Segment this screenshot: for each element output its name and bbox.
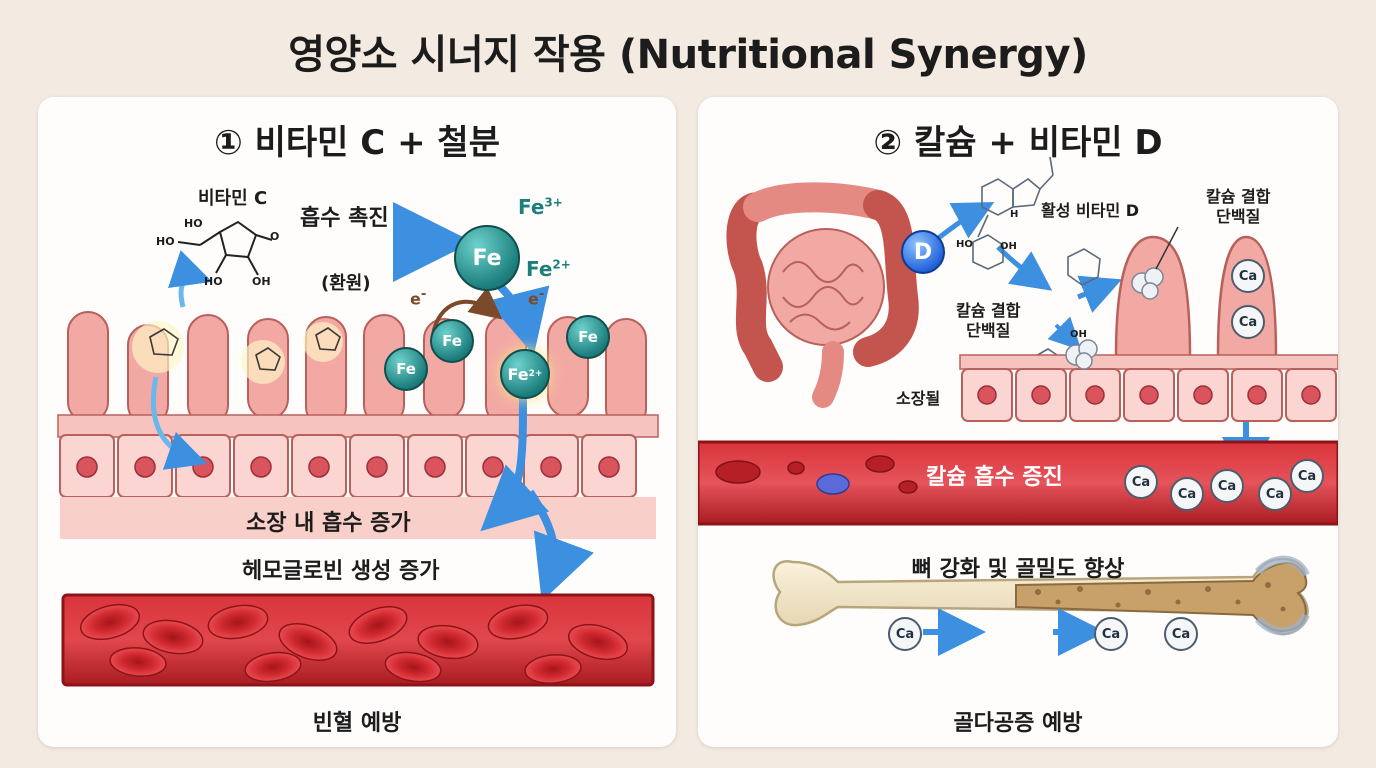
calcium-ion: Ca xyxy=(1094,617,1128,651)
anemia-prevention-label: 빈혈 예방 xyxy=(312,711,402,736)
binding-protein-label-top: 칼슘 결합 단백질 xyxy=(1206,187,1271,226)
vitc-to-villus-arrow xyxy=(167,250,213,308)
calcium-ion: Ca xyxy=(1231,305,1265,339)
reduction-label: (환원) xyxy=(321,273,371,294)
absorption-increase-label: 소장 내 흡수 증가 xyxy=(246,511,411,536)
bone-strength-label: 뼈 강화 및 골밀도 향상 xyxy=(911,557,1125,582)
vitd-oh-label: OH xyxy=(1000,241,1017,252)
white-blood-cell xyxy=(816,473,850,495)
hemoglobin-label: 헤모글로빈 생성 증가 xyxy=(242,559,440,584)
active-to-protein-arrow xyxy=(996,245,1053,291)
vitc-ho-top: HO xyxy=(184,217,203,230)
fe2-to-blood-arrow xyxy=(480,396,550,532)
right-villi xyxy=(1114,235,1278,359)
bone-illustration xyxy=(772,555,1310,636)
vitamin-c-iron-panel: ① 비타민 C + 철분 비타민 C HO HO O HO OH 흡수 촉진 (… xyxy=(38,97,676,747)
calcium-ion: Ca xyxy=(1290,459,1324,493)
calcium-ion: Ca xyxy=(1124,465,1158,499)
fe-ion: Fe xyxy=(566,315,610,359)
fe-ion: Fe xyxy=(430,319,474,363)
calcium-ion: Ca xyxy=(1164,617,1198,651)
small-intestine-label: 소장될 xyxy=(896,389,941,408)
protein-to-villus-arrow xyxy=(1077,275,1122,313)
to-cell-arrow xyxy=(1047,316,1082,351)
fe-ion-large: Fe xyxy=(454,225,520,291)
vitc-ho-left: HO xyxy=(156,235,175,248)
calcium-vitamin-d-panel: ② 칼슘 + 비타민 D D 활성 비타민 D 칼슘 결합 단백질 칼슘 결합 … xyxy=(698,97,1338,747)
active-vitamin-d-label: 활성 비타민 D xyxy=(1041,201,1140,220)
fe2-label: Fe2+ xyxy=(526,257,571,281)
fe3-label: Fe3+ xyxy=(518,195,563,219)
vitc-oh-bottom: OH xyxy=(252,275,271,288)
d-to-active-arrow xyxy=(931,201,995,244)
calcium-binding-protein xyxy=(1065,267,1164,370)
cell-nuclei xyxy=(76,456,620,478)
right-panel-heading: ② 칼슘 + 비타민 D xyxy=(873,123,1163,163)
vitamin-c-molecules-small xyxy=(132,321,343,384)
vitamin-c-molecule xyxy=(177,220,273,276)
vitd-oh-label-2: OH xyxy=(1070,329,1087,340)
calcium-ion: Ca xyxy=(1170,477,1204,511)
blood-down-arrow xyxy=(526,489,594,602)
left-panel-heading: ① 비타민 C + 철분 xyxy=(214,123,500,163)
vitamin-d-ball: D xyxy=(901,230,945,274)
vitamin-c-label: 비타민 C xyxy=(198,188,268,209)
calcium-absorption-label: 칼슘 흡수 증진 xyxy=(926,465,1063,490)
vitc-o-right: O xyxy=(270,230,280,243)
vitc-ho-bottom: HO xyxy=(204,275,223,288)
vitd-h-label: H xyxy=(1010,209,1019,220)
calcium-ion: Ca xyxy=(1210,469,1244,503)
promote-absorption-label: 흡수 촉진 xyxy=(300,206,389,231)
calcium-ion: Ca xyxy=(1231,259,1265,293)
vitc-absorb-arrow xyxy=(150,376,208,470)
vitd-ho-label: HO xyxy=(956,239,973,250)
binding-protein-label-mid: 칼슘 결합 단백질 xyxy=(956,301,1021,340)
red-blood-cells xyxy=(79,603,629,684)
intestine-illustration xyxy=(726,182,919,408)
right-blood-cells xyxy=(715,455,918,494)
page-title: 영양소 시너지 작용 (Nutritional Synergy) xyxy=(288,32,1088,78)
electron-label-right: e- xyxy=(528,287,545,309)
calcium-ion: Ca xyxy=(888,617,922,651)
calcium-vitamin-d-illustration xyxy=(698,156,1338,656)
fe-ion: Fe xyxy=(384,347,428,391)
osteoporosis-prevention-label: 골다공증 예방 xyxy=(953,711,1083,736)
vitamin-c-iron-illustration xyxy=(57,202,659,687)
calcium-ion: Ca xyxy=(1258,477,1292,511)
electron-label-left: e- xyxy=(410,287,427,309)
